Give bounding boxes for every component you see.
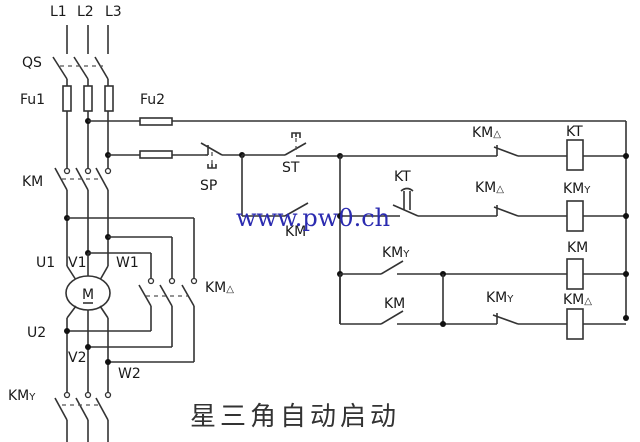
watermark-text: www.pw0.ch [236,204,390,232]
phase-label-l1: L1 [50,4,67,20]
fu1-label: Fu1 [20,92,45,108]
km-delta-contact-symbol [67,277,198,363]
km-delta-label: KM△ [205,280,234,296]
phase-label-l3: L3 [105,4,122,20]
rung-3 [337,258,629,290]
rung4-km-label: KM [384,296,405,312]
rung1-km-delta-label: KM△ [472,125,501,141]
st-label: ST [282,160,300,176]
kmy-star-label: KMY [8,388,36,404]
coil-kmy-label: KMY [563,181,591,197]
terminal-u2-label: U2 [27,325,46,341]
sp-label: SP [200,178,217,194]
motor-label: M [82,287,94,303]
coil-kt-label: KT [566,124,583,140]
qs-label: QS [22,55,42,71]
terminal-v1-label: V1 [68,255,86,271]
km-hold-label: KM [285,224,306,240]
star-wiring [64,318,111,402]
rung4-kmy-label: KMY [486,290,514,306]
coil-km-label: KM [567,240,588,256]
rung2-km-delta-label: KM△ [475,180,504,196]
qs-switch-symbol [52,56,109,86]
st-start-button-symbol[interactable] [242,132,340,157]
motor-symbol [65,253,111,402]
terminal-u1-label: U1 [36,255,55,271]
terminal-w2-label: W2 [118,366,141,382]
rung-1 [340,139,629,171]
rung-2 [340,187,629,232]
diagram-title: 星三角自动启动 [190,402,400,432]
km-main-contact-symbol [54,167,112,266]
fu2-label: Fu2 [140,92,165,108]
rung-4 [339,274,629,340]
km-main-label: KM [22,174,43,190]
phase-label-l2: L2 [77,4,94,20]
rung3-kmy-label: KMY [382,245,410,261]
kmy-gap [60,398,116,408]
fu1-fuse-symbols [62,85,114,112]
delta-wiring [64,215,195,278]
phase-lines-top [66,25,109,54]
kt-contact-label: KT [394,169,411,185]
terminal-v2-label: V2 [68,350,86,366]
kmy-star-contact-symbol [54,391,112,442]
terminal-w1-label: W1 [116,255,139,271]
coil-km-delta-label: KM△ [563,292,592,308]
sp-stop-button-symbol[interactable] [200,142,242,169]
